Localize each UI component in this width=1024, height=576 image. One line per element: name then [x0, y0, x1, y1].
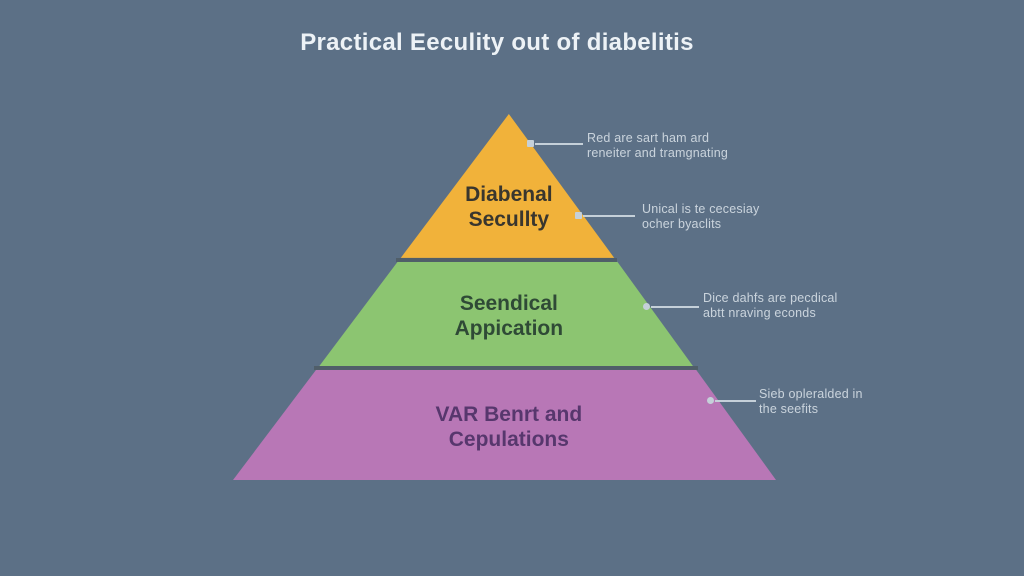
annotation-2-line2: ocher byaclits — [642, 217, 722, 231]
annotation-3-text: Dice dahfs are pecdical abtt nraving eco… — [703, 291, 838, 321]
tier-middle-label-line2: Appication — [454, 317, 564, 340]
tier-bottom-label-line1: VAR Benrt and — [435, 403, 583, 426]
tier-middle-label-line1: Seendical — [459, 292, 558, 315]
leader-marker-icon — [527, 140, 534, 147]
leader-line — [715, 400, 756, 402]
tier-bottom-label-line2: Cepulations — [448, 428, 569, 451]
leader-line — [651, 306, 699, 308]
tier-middle-label: Seendical Appication — [455, 291, 564, 341]
annotation-2-line1: Unical is te cecesiay — [642, 202, 760, 216]
tier-divider-1 — [396, 258, 617, 262]
page-title: Practical Eeculity out of diabelitis — [300, 29, 694, 56]
annotation-3-line2: abtt nraving econds — [703, 306, 816, 320]
annotation-1-text: Red are sart ham ard reneiter and tramgn… — [587, 131, 728, 161]
leader-line — [583, 215, 635, 217]
annotation-4-text: Sieb opleralded in the seefits — [759, 387, 863, 417]
annotation-4-line2: the seefits — [759, 402, 819, 416]
pyramid-tier-bottom — [233, 369, 776, 480]
annotation-3-line1: Dice dahfs are pecdical — [703, 291, 838, 305]
annotation-1-line1: Red are sart ham ard — [587, 131, 710, 145]
tier-top-label: Diabenal Secullty — [465, 182, 553, 232]
tier-top-label-line2: Secullty — [468, 208, 550, 231]
leader-marker-icon — [707, 397, 714, 404]
leader-marker-icon — [643, 303, 650, 310]
tier-divider-2 — [314, 366, 698, 370]
pyramid-diagram: Diabenal Secullty Seendical Appication V… — [233, 114, 776, 480]
leader-marker-icon — [575, 212, 582, 219]
leader-line — [535, 143, 583, 145]
annotation-2-text: Unical is te cecesiay ocher byaclits — [642, 202, 759, 232]
annotation-4-line1: Sieb opleralded in — [759, 387, 863, 401]
tier-top-label-line1: Diabenal — [465, 183, 553, 206]
tier-bottom-label: VAR Benrt and Cepulations — [436, 402, 583, 452]
annotation-1-line2: reneiter and tramgnating — [587, 146, 728, 160]
